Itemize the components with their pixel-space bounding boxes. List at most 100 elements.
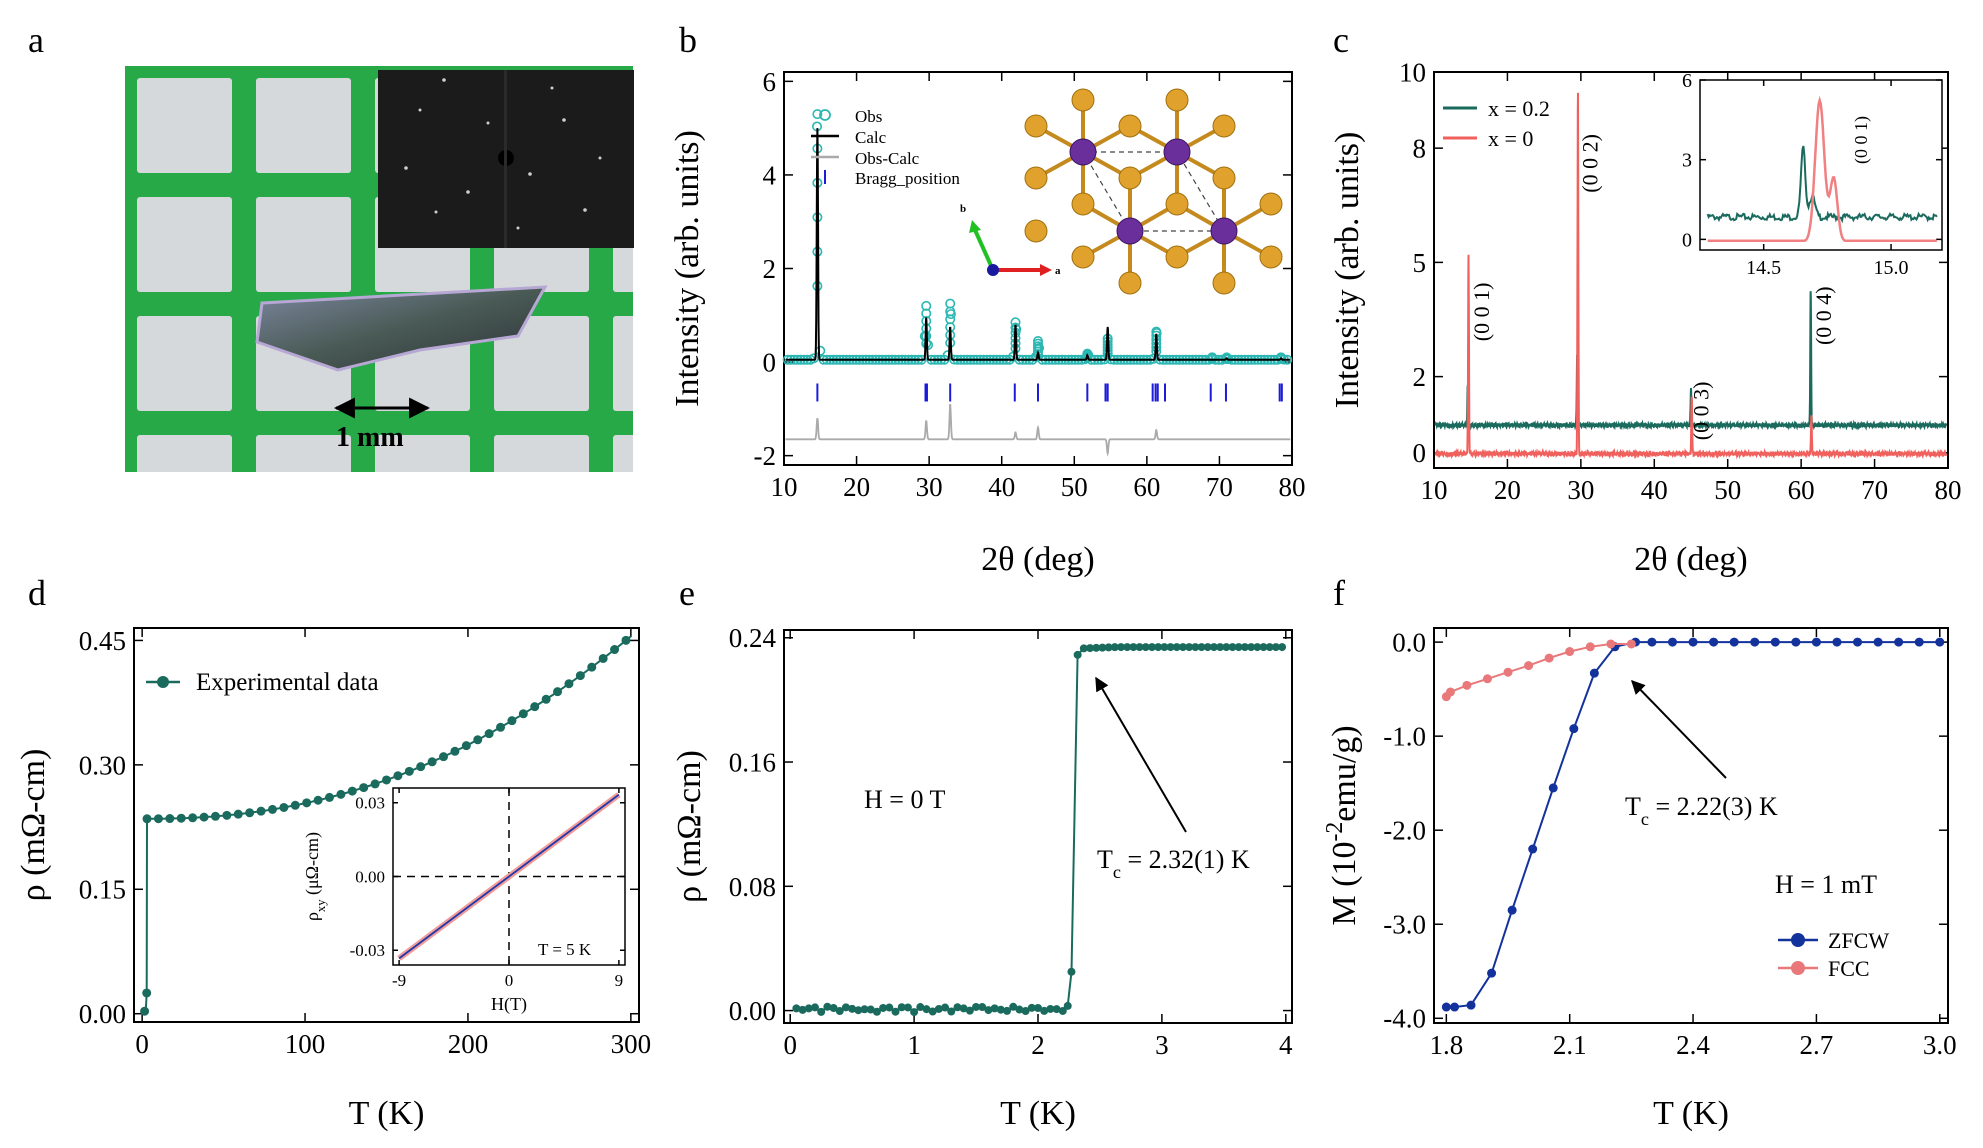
data-point [210,811,220,821]
data-point [854,1006,863,1015]
y-axis-label: ρ (mΩ-cm) [15,749,52,902]
data-point [972,1002,981,1011]
data-point [598,653,608,663]
x-tick-label: 1 [907,1030,921,1060]
peak-label: (0 0 3) [1689,382,1714,441]
x-tick-label: 2 [1031,1030,1045,1060]
data-point [1894,637,1904,647]
data-point [267,804,277,814]
inset-peak-label: (0 0 1) [1851,116,1872,164]
obs-point [1221,352,1232,363]
data-point [885,1003,894,1012]
x-tick-label: 50 [1061,472,1088,502]
y-axis-label: M (10-2emu/g) [1322,725,1363,925]
data-point [1253,643,1262,652]
data-point [473,735,483,745]
data-point [507,716,517,726]
data-point [1015,1005,1024,1014]
y-tick-label: 0.00 [79,999,126,1029]
axis-origin [987,264,999,276]
data-point [256,806,266,816]
y-tick-label: 0 [763,348,777,378]
data-point [817,1007,826,1016]
data-point [1141,643,1150,652]
plot-frame [1433,627,1949,1024]
x-tick-label: 14.5 [1746,257,1781,279]
data-point [1688,637,1698,647]
data-point [1034,1003,1042,1012]
field-label: H = 0 T [864,785,945,814]
y-tick-label: 0.30 [79,750,126,780]
data-point [416,762,426,772]
obs-point [815,345,826,356]
data-point [965,1006,974,1015]
legend-label: Experimental data [196,669,379,696]
plot-frame [1699,79,1943,251]
x-tick-label: 4 [1279,1030,1293,1060]
data-point [1123,643,1132,652]
x-tick-label: 0 [783,1030,797,1060]
x-axis-label: T (K) [1653,1095,1729,1132]
ligand-atom [1024,219,1048,243]
data-point [1606,639,1616,649]
data-point [484,729,494,739]
x-axis-label: T (K) [349,1095,425,1132]
data-point [1548,783,1558,793]
series-fcc [1445,643,1632,698]
data-point [370,779,380,789]
data-point [1009,1002,1018,1011]
data-point [176,813,186,823]
ligand-atom [1165,245,1189,269]
data-point [891,1007,900,1016]
ligand-atom [1165,192,1189,216]
ligand-atom [1212,166,1236,190]
x-tick-label: 40 [1641,475,1668,505]
y-tick-label: 8 [1413,134,1427,164]
data-point [1914,637,1924,647]
panel-a-photo: 1 mm [125,66,634,472]
field-label: H = 1 mT [1775,870,1877,899]
y-axis-label: ρ (mΩ-cm) [671,750,708,903]
data-point [1092,643,1101,652]
y-tick-label: -4.0 [1383,1004,1426,1034]
data-point [1098,643,1107,652]
x-tick-label: 2.4 [1676,1030,1710,1060]
data-point [1234,643,1243,652]
axis-b-label: b [960,203,966,215]
data-point [1079,644,1088,653]
x-tick-label: 30 [1567,475,1594,505]
data-point [279,802,289,812]
obs-point [921,300,932,311]
y-tick-label: 2 [1413,362,1427,392]
data-point [1811,637,1821,647]
x-tick-label: 80 [1935,475,1962,505]
inset-fit [398,793,620,960]
series-line [796,646,1283,1014]
data-point [872,1007,881,1016]
y-tick-label: 4 [763,160,777,190]
x-tick-label: 20 [1494,475,1521,505]
data-point [835,1007,844,1016]
data-point [1166,643,1175,652]
ligand-atom [1212,114,1236,138]
y-tick-label: -3.0 [1383,910,1426,940]
data-point [1935,637,1945,647]
laue-spots [404,70,602,248]
ligand-atom [1024,114,1048,138]
metal-atom [1116,217,1144,245]
y-tick-label: 0.16 [729,747,776,777]
x-tick-label: 2.7 [1800,1030,1834,1060]
x-tick-label: 80 [1279,472,1306,502]
ligand-atom [1165,88,1189,112]
data-point [1058,1006,1067,1015]
data-point [829,1004,838,1013]
data-point [1528,844,1538,854]
data-point [199,812,209,822]
data-point [1021,1007,1030,1016]
data-point [1667,637,1677,647]
data-point [1544,653,1554,663]
series-obs-calc [785,403,1291,457]
data-point [1524,661,1534,671]
